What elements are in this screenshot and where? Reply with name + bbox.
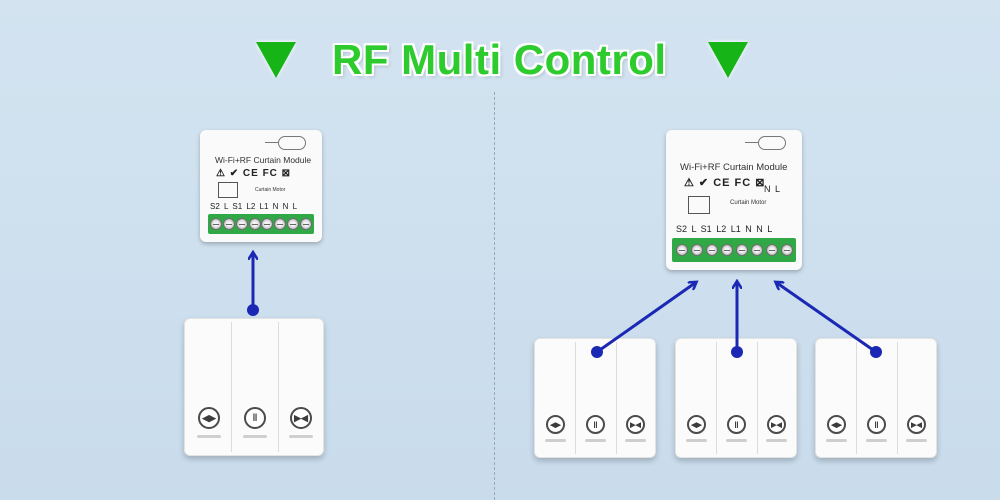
button-indicator	[826, 439, 847, 442]
terminal-screw	[261, 218, 274, 230]
rf-wall-switch-large[interactable]: ◀▶ ‖ ▶◀	[184, 318, 324, 456]
pause-icon[interactable]: ‖	[244, 407, 266, 429]
terminal-screw	[765, 244, 778, 256]
motor-label: Curtain Motor	[255, 187, 286, 193]
rf-wall-switch-3[interactable]: ◀▶ ‖ ▶◀	[815, 338, 937, 458]
switch-divider	[757, 342, 758, 454]
terminal-screw	[223, 218, 236, 230]
button-indicator	[289, 435, 313, 438]
title-row: RF Multi Control	[0, 30, 1000, 90]
open-icon[interactable]: ◀▶	[198, 407, 220, 429]
rf-wall-switch-2[interactable]: ◀▶ ‖ ▶◀	[675, 338, 797, 458]
close-icon[interactable]: ▶◀	[767, 415, 786, 434]
module-name: Wi-Fi+RF Curtain Module	[680, 162, 788, 173]
button-indicator	[906, 439, 927, 442]
button-indicator	[726, 439, 747, 442]
button-indicator	[197, 435, 221, 438]
button-indicator	[545, 439, 566, 442]
button-indicator	[625, 439, 646, 442]
button-indicator	[766, 439, 787, 442]
pin-labels: S2 L S1 L2 L1 N N L	[676, 224, 773, 234]
switch-divider	[616, 342, 617, 454]
wiring-schematic	[218, 182, 238, 198]
rf-wall-switch-1[interactable]: ◀▶ ‖ ▶◀	[534, 338, 656, 458]
down-arrow-right-icon	[708, 42, 748, 78]
open-icon[interactable]: ◀▶	[827, 415, 846, 434]
terminal-screw	[274, 218, 287, 230]
terminal-screw	[235, 218, 248, 230]
terminal-screw	[286, 218, 299, 230]
module-name: Wi-Fi+RF Curtain Module	[215, 155, 312, 165]
terminal-screw	[690, 244, 703, 256]
terminal-screw	[248, 218, 261, 230]
terminal-screw	[299, 218, 312, 230]
rf-arrow-left	[247, 254, 259, 316]
close-icon[interactable]: ▶◀	[626, 415, 645, 434]
open-icon[interactable]: ◀▶	[687, 415, 706, 434]
button-indicator	[686, 439, 707, 442]
wiring-schematic	[688, 196, 710, 214]
terminal-screw	[780, 244, 793, 256]
terminal-screw	[705, 244, 718, 256]
mounting-hole	[265, 136, 306, 150]
terminal-screw	[735, 244, 748, 256]
pause-icon[interactable]: ‖	[867, 415, 886, 434]
button-indicator	[585, 439, 606, 442]
pause-icon[interactable]: ‖	[727, 415, 746, 434]
switch-divider	[856, 342, 857, 454]
certification-marks: ⚠ ✔ CE FC ⊠	[216, 168, 292, 179]
button-indicator	[243, 435, 267, 438]
pin-labels-top: N L	[764, 184, 781, 194]
close-icon[interactable]: ▶◀	[907, 415, 926, 434]
terminal-screw	[750, 244, 763, 256]
down-arrow-left-icon	[256, 42, 296, 78]
switch-divider	[897, 342, 898, 454]
mounting-hole	[745, 136, 786, 150]
motor-label: Curtain Motor	[730, 200, 767, 206]
pause-icon[interactable]: ‖	[586, 415, 605, 434]
terminal-block	[672, 238, 796, 262]
certification-marks: ⚠ ✔ CE FC ⊠	[684, 177, 766, 189]
page-title: RF Multi Control	[332, 36, 667, 83]
close-icon[interactable]: ▶◀	[290, 407, 312, 429]
pin-labels: S2 L S1 L2 L1 N N L	[210, 202, 298, 211]
switch-divider	[278, 322, 279, 452]
switch-divider	[716, 342, 717, 454]
terminal-screw	[720, 244, 733, 256]
switch-divider	[231, 322, 232, 452]
curtain-module-right: Wi-Fi+RF Curtain Module ⚠ ✔ CE FC ⊠ Curt…	[666, 130, 802, 270]
switch-divider	[575, 342, 576, 454]
button-indicator	[866, 439, 887, 442]
curtain-module-left: Wi-Fi+RF Curtain Module ⚠ ✔ CE FC ⊠ Curt…	[200, 130, 322, 242]
open-icon[interactable]: ◀▶	[546, 415, 565, 434]
section-divider	[494, 92, 495, 500]
terminal-block	[208, 214, 314, 234]
terminal-screw	[210, 218, 223, 230]
terminal-screw	[675, 244, 688, 256]
